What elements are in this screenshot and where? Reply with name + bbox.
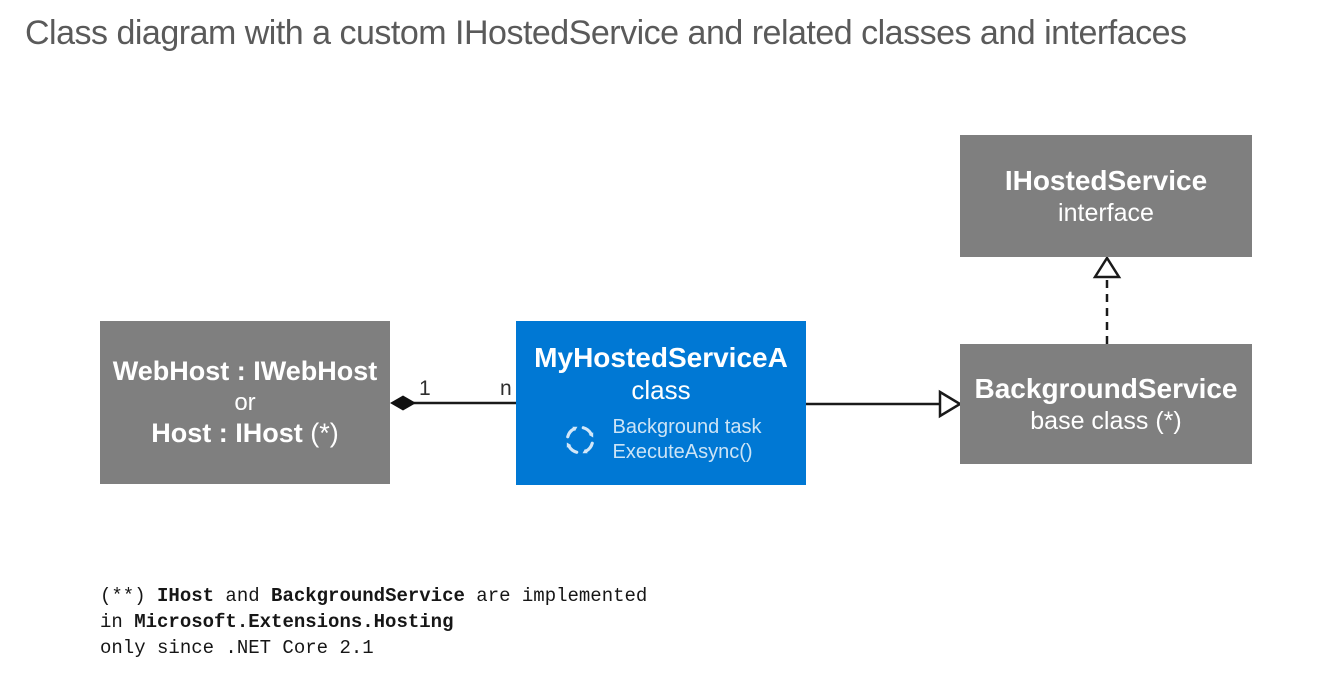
footnote-line1-and: and xyxy=(214,585,272,607)
footnote-line2-prefix: in xyxy=(100,611,135,633)
background-task-text: Background task ExecuteAsync() xyxy=(613,415,762,465)
background-task-line1: Background task xyxy=(612,416,762,439)
class-box-webhost: WebHost : IWebHost or Host : IHost (*) xyxy=(100,321,390,484)
realization-arrow-up xyxy=(1092,255,1122,344)
webhost-line1: WebHost : IWebHost xyxy=(112,355,378,386)
background-task-row: Background task ExecuteAsync() xyxy=(561,415,762,465)
backgroundservice-subtitle: base class (*) xyxy=(1030,406,1182,435)
multiplicity-label-n: n xyxy=(500,377,512,400)
footnote: (**) IHost and BackgroundService are imp… xyxy=(100,583,647,661)
open-triangle-up-icon xyxy=(1092,255,1122,279)
ihostedservice-subtitle: interface xyxy=(1058,198,1154,227)
footnote-namespace-bold: Microsoft.Extensions.Hosting xyxy=(134,611,454,633)
aggregation-diamond-icon xyxy=(390,395,416,411)
webhost-line3-bold: Host : IHost xyxy=(151,418,303,449)
myhostedservice-title: MyHostedServiceA xyxy=(534,341,788,373)
myhostedservice-subtitle: class xyxy=(631,374,691,405)
multiplicity-label-1: 1 xyxy=(419,377,431,400)
page-title: Class diagram with a custom IHostedServi… xyxy=(25,14,1187,52)
footnote-backgroundservice-bold: BackgroundService xyxy=(271,585,465,607)
ihostedservice-title: IHostedService xyxy=(1004,164,1208,196)
webhost-or-label: or xyxy=(234,388,256,416)
webhost-line3: Host : IHost (*) xyxy=(151,417,339,450)
webhost-line3-suffix: (*) xyxy=(302,418,339,449)
footnote-line2: in Microsoft.Extensions.Hosting xyxy=(100,609,647,635)
footnote-line3: only since .NET Core 2.1 xyxy=(100,637,374,659)
footnote-ihost-bold: IHost xyxy=(157,585,215,607)
footnote-line1: (**) IHost and BackgroundService are imp… xyxy=(100,583,647,609)
aggregation-connector xyxy=(390,395,516,411)
footnote-line1-prefix: (**) xyxy=(100,585,158,607)
background-task-line2: ExecuteAsync() xyxy=(612,441,753,464)
class-box-myhostedservice: MyHostedServiceA class Background task xyxy=(516,321,806,485)
class-box-backgroundservice: BackgroundService base class (*) xyxy=(960,344,1252,464)
footnote-line1-suffix: are implemented xyxy=(464,585,648,607)
open-triangle-right-icon xyxy=(938,389,963,419)
backgroundservice-title: BackgroundService xyxy=(974,372,1238,404)
realization-arrow-right xyxy=(806,389,963,419)
cycle-refresh-icon xyxy=(565,426,594,455)
class-box-ihostedservice: IHostedService interface xyxy=(960,135,1252,257)
